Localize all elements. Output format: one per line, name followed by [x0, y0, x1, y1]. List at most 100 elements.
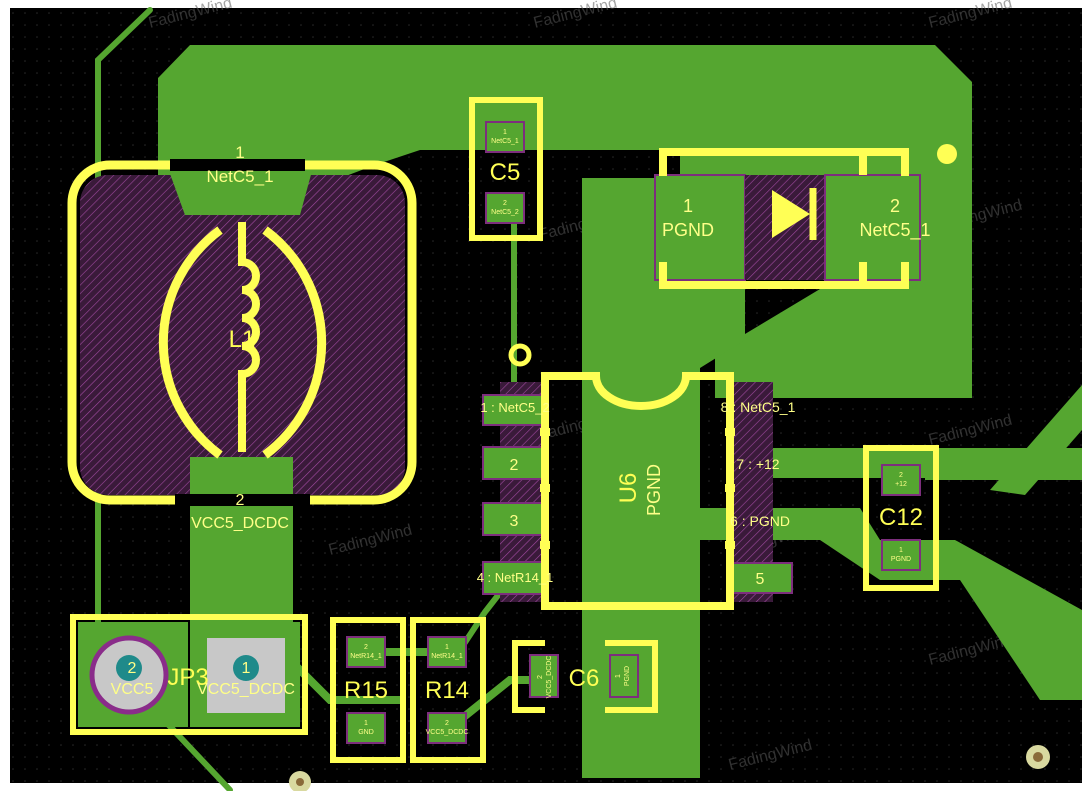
jp3-pad1-drill	[233, 655, 259, 681]
l1-body-hatch	[80, 175, 405, 495]
c5-pad1[interactable]	[485, 121, 525, 153]
r15-pad2[interactable]	[346, 636, 386, 668]
u6-pin4[interactable]	[482, 561, 546, 595]
r14-pad1-net: NetR14_1	[431, 653, 463, 660]
capacitor-c5[interactable]: 1 NetC5_1 C5 2 NetC5_2	[469, 97, 543, 241]
r15-pad1[interactable]	[346, 712, 386, 744]
resistor-r15[interactable]: 2 NetR14_1 R15 1 GND	[330, 617, 406, 763]
jp3-pad1-number: 1	[242, 660, 251, 677]
copper-pour-pgnd-column	[582, 178, 745, 778]
diode-pad2-number: 2	[890, 196, 900, 216]
jp3-designator: JP3	[167, 664, 208, 691]
inductor-l1[interactable]: 1 NetC5_1 L1 2 VCC5_DCDC	[67, 143, 417, 532]
r14-pad1[interactable]	[427, 636, 467, 668]
resistor-r14[interactable]: 1 NetR14_1 R14 2 VCC5_DCDC	[410, 617, 486, 763]
diode-pad1-net: PGND	[662, 220, 714, 240]
r14-outline	[410, 617, 486, 763]
l1-arc-left	[158, 226, 223, 459]
r15-pad2-net: NetR14_1	[350, 653, 382, 660]
c6-outline	[512, 640, 658, 713]
diode-pad1[interactable]	[654, 174, 746, 281]
diode-pad2-net: NetC5_1	[859, 220, 930, 241]
r14-pad2[interactable]	[427, 712, 467, 744]
c6-pad2-number: 2	[537, 675, 544, 679]
c12-pad2-number: 2	[899, 472, 903, 479]
u6-pin4-label: 4 : NetR14_1	[477, 570, 554, 585]
c12-outline	[863, 445, 939, 591]
jumper-jp3[interactable]: 2 VCC5 JP3 1 VCC5_DCDC	[70, 614, 308, 735]
mounting-hole-bottom-right-drill	[1033, 752, 1043, 762]
capacitor-c12[interactable]: 2 +12 C12 1 PGND	[863, 445, 939, 591]
c5-pad2-number: 2	[503, 200, 507, 207]
l1-designator: L1	[229, 326, 256, 353]
mounting-hole-bottom-center-drill	[296, 778, 304, 786]
u6-pin1-marker	[508, 343, 532, 367]
u6-pin1-label: 1 : NetC5_2	[480, 400, 549, 415]
ic-u6[interactable]: 1 : NetC5_2 2 3 4 : NetR14_1 5 6 : PGND …	[477, 343, 796, 610]
u6-center-net: PGND	[644, 464, 664, 516]
r14-pad1-number: 1	[445, 644, 449, 651]
c5-pad2-net: NetC5_2	[491, 209, 519, 216]
u6-outline	[541, 372, 734, 610]
r14-pad2-number: 2	[445, 720, 449, 727]
c5-pad1-number: 1	[503, 129, 507, 136]
l1-coil-symbol	[238, 222, 260, 452]
c5-pad2[interactable]	[485, 192, 525, 224]
c12-pad1[interactable]	[881, 539, 921, 571]
l1-pad2-number: 2	[236, 492, 245, 509]
c12-designator: C12	[879, 504, 923, 531]
c6-pad1[interactable]	[609, 654, 639, 698]
jp3-pad2-number: 2	[128, 660, 137, 677]
u6-pin3-label: 3	[510, 513, 519, 530]
diode-pad1-number: 1	[683, 196, 693, 216]
c12-pad1-number: 1	[899, 547, 903, 554]
c5-outline	[469, 97, 543, 241]
u6-pin5[interactable]	[729, 562, 793, 594]
c12-pad1-net: PGND	[891, 556, 911, 563]
l1-pad1-number: 1	[235, 143, 244, 162]
u6-pin7-label: 7 : +12	[736, 456, 779, 472]
u6-pin1[interactable]	[482, 394, 546, 426]
jp3-pad2-net: VCC5	[111, 681, 154, 698]
c12-pad2-net: +12	[895, 481, 907, 488]
c6-pad2-net: VCC5_DCDC	[546, 656, 553, 699]
r15-pad2-number: 2	[364, 644, 368, 651]
l1-arc-right	[262, 226, 327, 459]
copper-pour-diagonal-upper	[990, 385, 1082, 495]
r14-pad2-net: VCC5_DCDC	[426, 729, 469, 736]
diode-component[interactable]: 1 PGND 2 NetC5_1	[654, 144, 957, 289]
diode-symbol-triangle	[772, 190, 810, 238]
u6-pin-ticks	[540, 428, 735, 549]
c6-pad1-net: PGND	[624, 666, 631, 686]
jp3-pad2-drill	[116, 655, 142, 681]
jp3-outline	[70, 614, 308, 735]
u6-pin6-label: 6 : PGND	[730, 513, 790, 529]
l1-pad2-copper	[190, 457, 293, 527]
l1-pad1-copper	[165, 160, 315, 215]
c6-designator: C6	[569, 665, 600, 692]
u6-pin2-label: 2	[510, 457, 519, 474]
r15-pad1-number: 1	[364, 720, 368, 727]
c5-designator: C5	[490, 159, 521, 186]
r14-designator: R14	[425, 677, 469, 704]
copper-pour-top	[158, 45, 972, 398]
l1-pad2-net: VCC5_DCDC	[191, 515, 289, 532]
r15-designator: R15	[344, 677, 388, 704]
c6-pad2[interactable]	[529, 654, 559, 698]
c5-pad1-net: NetC5_1	[491, 138, 519, 145]
c12-pad2[interactable]	[881, 464, 921, 496]
u6-pin8-label: 8 : NetC5_1	[721, 399, 796, 415]
mounting-holes	[289, 745, 1050, 791]
diode-outline	[659, 148, 909, 289]
capacitor-c6[interactable]: 2 VCC5_DCDC C6 1 PGND	[512, 640, 658, 713]
l1-pad1-net: NetC5_1	[206, 167, 273, 186]
r15-pad1-net: GND	[358, 729, 374, 736]
jp3-pad1-net: VCC5_DCDC	[197, 681, 295, 698]
c6-pad1-number: 1	[615, 674, 622, 678]
u6-pin2[interactable]	[482, 446, 546, 480]
diode-polarity-dot	[937, 144, 957, 164]
r15-outline	[330, 617, 406, 763]
u6-pin5-label: 5	[756, 571, 765, 588]
